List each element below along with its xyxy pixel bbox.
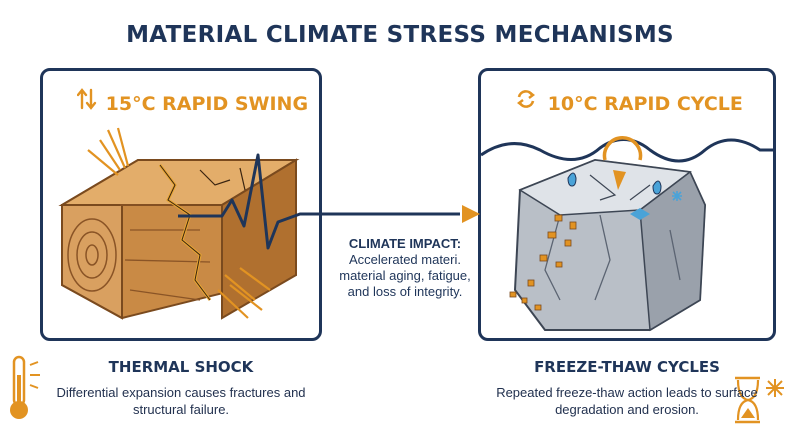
diagram-title: MATERIAL CLIMATE STRESS MECHANISMS: [126, 22, 674, 48]
climate-impact-callout: CLIMATE IMPACT: Accelerated materi. mate…: [330, 236, 480, 300]
left-panel-heading: 15°C RAPID SWING: [105, 93, 309, 115]
up-down-arrows-icon: [76, 88, 99, 115]
thermal-shock-description: Differential expansion causes fractures …: [56, 385, 306, 417]
thermal-shock-panel: 15°C RAPID SWING: [40, 68, 322, 341]
right-panel-heading-wrap: 10°C RAPID CYCLE: [515, 88, 743, 115]
right-panel-heading: 10°C RAPID CYCLE: [547, 93, 743, 115]
climate-impact-text: Accelerated materi. material aging, fati…: [339, 252, 471, 299]
freeze-thaw-panel: 10°C RAPID CYCLE: [478, 68, 776, 341]
climate-impact-label: CLIMATE IMPACT:: [348, 236, 462, 251]
thermal-shock-title: THERMAL SHOCK: [108, 358, 254, 376]
left-panel-heading-wrap: 15°C RAPID SWING: [76, 88, 309, 115]
freeze-thaw-description: Repeated freeze-thaw action leads to sur…: [496, 385, 758, 417]
freeze-thaw-title: FREEZE-THAW CYCLES: [534, 358, 720, 376]
thermometer-icon: [10, 355, 40, 419]
cycle-arrows-icon: [515, 88, 541, 115]
